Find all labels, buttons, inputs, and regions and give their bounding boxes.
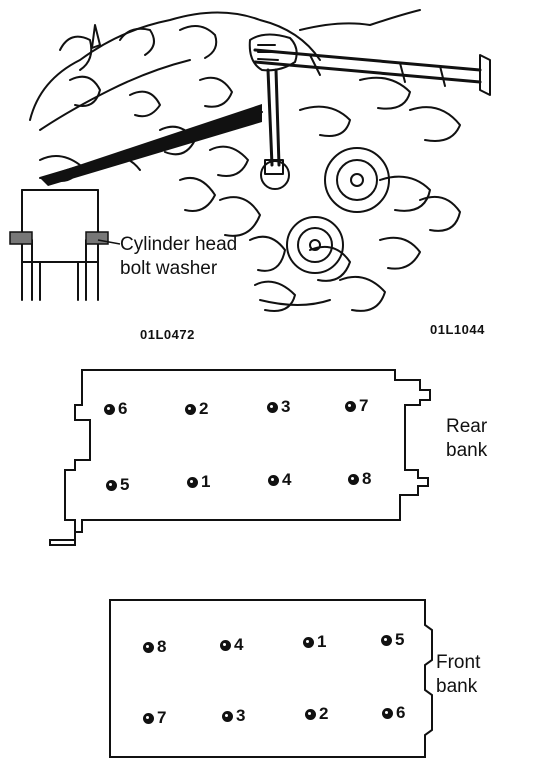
bolt-marker-icon — [143, 641, 154, 653]
front-bolt-6: 6 — [382, 703, 405, 723]
figure-code-right: 01L1044 — [430, 322, 485, 337]
bolt-marker-icon — [143, 712, 154, 724]
front-bank-label-line2: bank — [436, 676, 478, 697]
rear-bolt-4: 4 — [268, 470, 291, 490]
bolt-marker-icon — [382, 707, 393, 719]
bolt-marker-icon — [222, 710, 233, 722]
front-bolt-2: 2 — [305, 704, 328, 724]
rear-bolt-1: 1 — [187, 472, 210, 492]
rear-bolt-8: 8 — [348, 469, 371, 489]
front-bolt-8: 8 — [143, 637, 166, 657]
rear-bolt-5: 5 — [106, 475, 129, 495]
bolt-marker-icon — [267, 401, 278, 413]
front-bank-label-line1: Front — [436, 652, 481, 673]
front-bolt-7: 7 — [143, 708, 166, 728]
front-bolt-1: 1 — [303, 632, 326, 652]
front-bolt-5: 5 — [381, 630, 404, 650]
bolt-marker-icon — [187, 476, 198, 488]
bolt-marker-icon — [303, 636, 314, 648]
rear-bolt-7: 7 — [345, 396, 368, 416]
bolt-marker-icon — [381, 634, 392, 646]
bolt-marker-icon — [106, 479, 117, 491]
callout-label-line2: bolt washer — [120, 258, 218, 279]
bolt-marker-icon — [220, 639, 231, 651]
bolt-marker-icon — [348, 473, 359, 485]
front-bolt-4: 4 — [220, 635, 243, 655]
rear-bank-label-line2: bank — [446, 440, 488, 461]
figure-code-left: 01L0472 — [140, 327, 195, 342]
rear-bolt-3: 3 — [267, 397, 290, 417]
callout-label-line1: Cylinder head — [120, 234, 238, 255]
bolt-marker-icon — [104, 403, 115, 415]
rear-bank-label-line1: Rear — [446, 416, 488, 437]
bolt-marker-icon — [185, 403, 196, 415]
rear-bolt-2: 2 — [185, 399, 208, 419]
rear-bolt-6: 6 — [104, 399, 127, 419]
bolt-marker-icon — [345, 400, 356, 412]
bolt-marker-icon — [268, 474, 279, 486]
engine-illustration — [9, 9, 491, 312]
front-bolt-3: 3 — [222, 706, 245, 726]
bolt-marker-icon — [305, 708, 316, 720]
